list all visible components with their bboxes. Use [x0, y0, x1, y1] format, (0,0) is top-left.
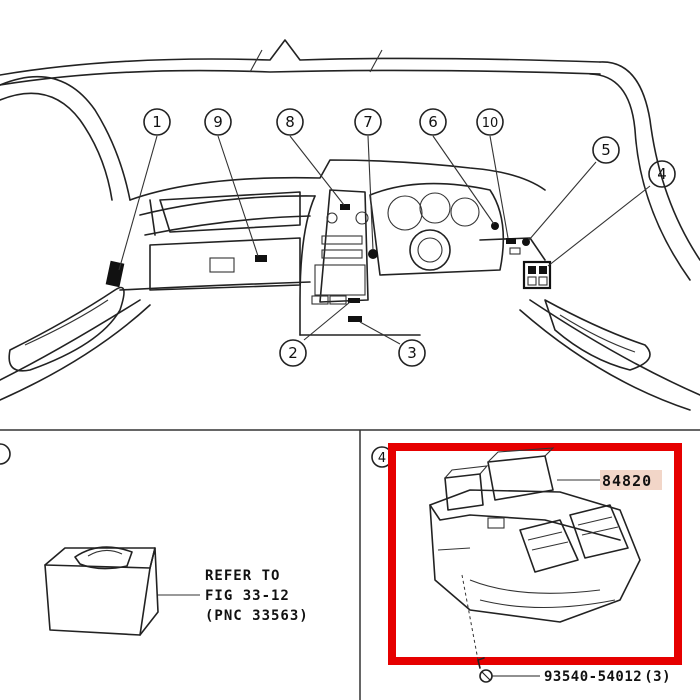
pnc-reference-text: (PNC 33563) — [205, 608, 309, 624]
highlight-box — [388, 443, 682, 665]
part-number-84820: 84820 — [602, 472, 652, 490]
callout-6: 6 — [419, 108, 447, 136]
master-window-switch-icon — [429, 447, 641, 623]
callout-10: 10 — [476, 108, 504, 136]
callout-4-label: 4 — [657, 165, 667, 183]
callout-1-label: 1 — [152, 113, 162, 131]
fig-reference-text: FIG 33-12 — [205, 588, 290, 604]
bottom-right-panel: 4 84820 93 — [371, 443, 682, 685]
callout-1: 1 — [143, 108, 171, 136]
callout-2-label: 2 — [288, 344, 298, 362]
callout-2: 2 — [279, 339, 307, 367]
callout-3-label: 3 — [407, 344, 417, 362]
part-number-highlight — [600, 470, 662, 490]
callout-3: 3 — [398, 339, 426, 367]
refer-to-text: REFER TO — [205, 568, 280, 584]
callout-8: 8 — [276, 108, 304, 136]
callout-7-label: 7 — [363, 113, 373, 131]
callout-4: 4 — [648, 160, 676, 188]
callout-7: 7 — [354, 108, 382, 136]
callout-5-label: 5 — [601, 141, 611, 159]
callout-8-label: 8 — [285, 113, 295, 131]
callout-9: 9 — [204, 108, 232, 136]
switch-unit-icon — [44, 546, 159, 636]
screw-leader-dashed — [461, 574, 479, 661]
callout-6-label: 6 — [428, 113, 438, 131]
dashboard-illustration — [0, 39, 700, 411]
callout-10-label: 10 — [482, 116, 499, 131]
leader-lines — [118, 135, 651, 345]
callout-9-label: 9 — [213, 113, 223, 131]
panel-4-marker: 4 — [378, 451, 386, 466]
bottom-left-panel: REFER TO FIG 33-12 (PNC 33563) — [0, 443, 309, 636]
screw-part-number: 93540-54012(3) — [544, 669, 671, 685]
callout-5: 5 — [592, 136, 620, 164]
